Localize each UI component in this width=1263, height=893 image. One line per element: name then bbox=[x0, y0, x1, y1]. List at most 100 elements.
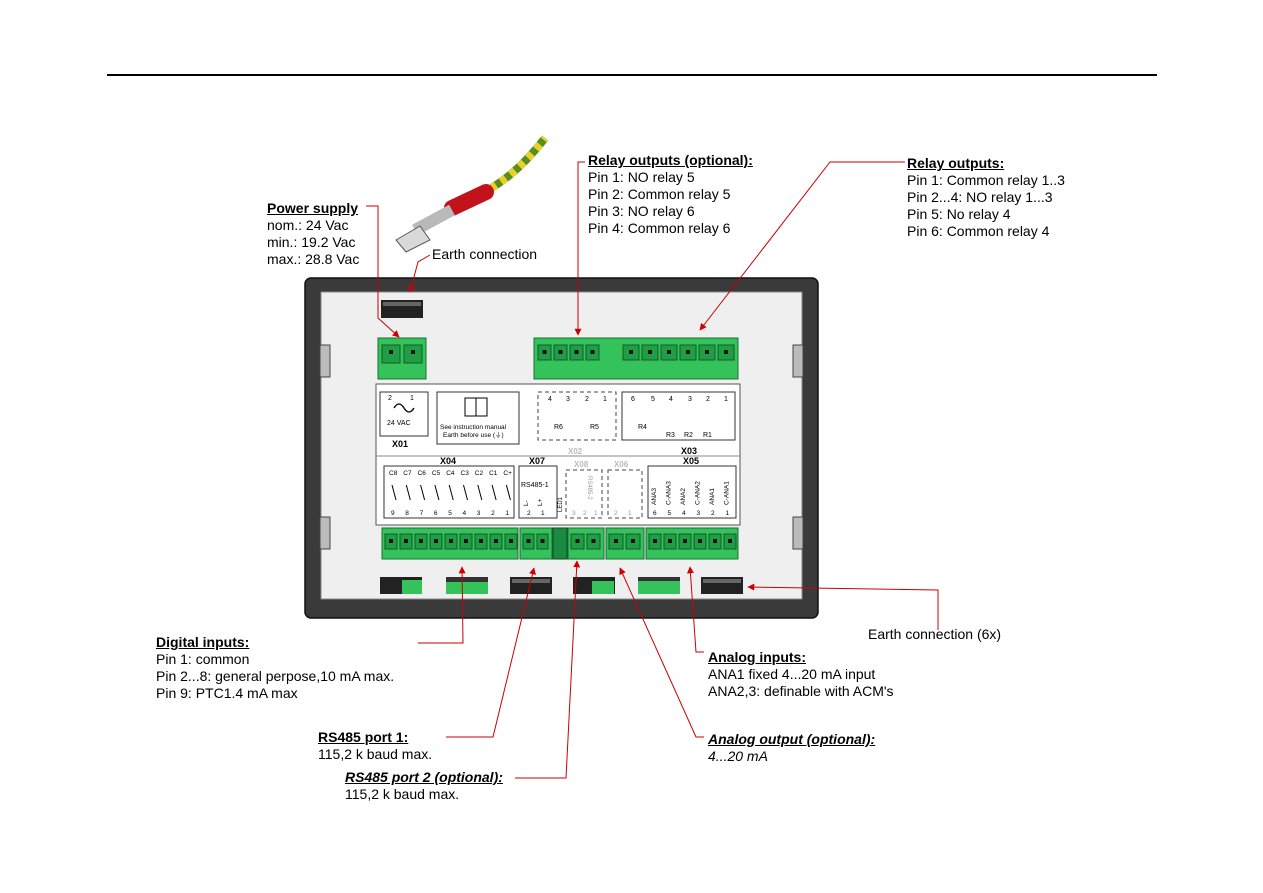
x05-pin-block-hole bbox=[698, 539, 702, 543]
x04-pin-label: 6 bbox=[434, 510, 438, 517]
x02-pin-3: 3 bbox=[566, 396, 570, 403]
rs485-port2-title: RS485 port 2 (optional): bbox=[345, 769, 503, 785]
x03-pin-4: 4 bbox=[669, 396, 673, 403]
x02-pin-1: 1 bbox=[603, 396, 607, 403]
x06-pin-block-hole bbox=[631, 539, 635, 543]
manual-line1: See instruction manual bbox=[440, 424, 507, 431]
x04-pin-label: 1 bbox=[505, 510, 509, 517]
analog-inputs-line: ANA2,3: definable with ACM's bbox=[708, 683, 894, 699]
x04-switch-symbol bbox=[420, 484, 426, 501]
x04-switch-symbol bbox=[391, 484, 397, 501]
x04-pin-block-hole bbox=[479, 539, 483, 543]
x04-top-label: C1 bbox=[489, 470, 498, 477]
x01-pin-2: 2 bbox=[388, 395, 392, 402]
x03-pin-2: 2 bbox=[706, 396, 710, 403]
x07-title: X07 bbox=[529, 456, 545, 466]
x04-title: X04 bbox=[440, 456, 456, 466]
earth-connection-6x-label: Earth connection (6x) bbox=[868, 626, 1002, 642]
x06-title: X06 bbox=[614, 460, 629, 469]
x04-top-label: C8 bbox=[389, 470, 398, 477]
x04-switch-symbol bbox=[448, 484, 454, 501]
x05-pin-block-hole bbox=[728, 539, 732, 543]
relay-outputs-optional-line: Pin 4: Common relay 6 bbox=[588, 220, 731, 236]
x04-switch-symbol bbox=[405, 484, 411, 501]
x04-switch-symbol bbox=[463, 484, 468, 501]
x07-pin-block-hole bbox=[526, 539, 531, 543]
x04-pin-block-hole bbox=[509, 539, 513, 543]
x05-pin-label: 6 bbox=[653, 510, 657, 517]
x05-pin-label: 3 bbox=[697, 510, 701, 517]
x07-signal-label: L+ bbox=[537, 498, 544, 506]
x04-pin-label: 3 bbox=[477, 510, 481, 517]
power-supply-line: nom.: 24 Vac bbox=[267, 217, 349, 233]
x08-title: X08 bbox=[574, 460, 589, 469]
relay-outputs-line: Pin 2...4: NO relay 1...3 bbox=[907, 189, 1053, 205]
x03-relay-r1: R1 bbox=[703, 432, 712, 439]
x04-pin-label: 2 bbox=[491, 510, 495, 517]
rs485-port1-title: RS485 port 1: bbox=[318, 729, 409, 745]
power-supply-line: max.: 28.8 Vac bbox=[267, 251, 360, 267]
x02-relay-r5: R5 bbox=[590, 424, 599, 431]
x08-pin-label: 3 bbox=[572, 510, 576, 517]
digital-inputs-title: Digital inputs: bbox=[156, 634, 250, 650]
x03-pin-block-hole bbox=[648, 350, 652, 354]
power-supply-label: Power supply nom.: 24 Vac min.: 19.2 Vac… bbox=[267, 200, 359, 268]
x02-pin-block-hole bbox=[542, 350, 547, 354]
x05-pin-label: 5 bbox=[668, 510, 672, 517]
x05-signal-label: ANA2 bbox=[680, 488, 687, 505]
x05-signal-label: C-ANA2 bbox=[695, 481, 702, 505]
relay-outputs-optional-line: Pin 2: Common relay 5 bbox=[588, 186, 731, 202]
x06-pin-label: 1 bbox=[628, 510, 632, 517]
x03-pin-block-hole bbox=[686, 350, 690, 354]
x08-pin-label: 1 bbox=[594, 510, 598, 517]
x04-top-label: C2 bbox=[475, 470, 484, 477]
x03-title: X03 bbox=[681, 446, 697, 456]
x06-pin-label: 2 bbox=[614, 510, 618, 517]
x06-pin-block-hole bbox=[614, 539, 618, 543]
x07-port: RS485-1 bbox=[521, 482, 549, 489]
x05-pin-block-hole bbox=[713, 539, 717, 543]
relay-outputs-title: Relay outputs: bbox=[907, 155, 1005, 171]
x05-title: X05 bbox=[683, 456, 699, 466]
x07-pin-label: 2 bbox=[527, 510, 531, 517]
x05-signal-label: C-ANA3 bbox=[666, 481, 673, 505]
x02-pin-4: 4 bbox=[548, 396, 552, 403]
x03-relay-r2: R2 bbox=[684, 432, 693, 439]
analog-inputs-title: Analog inputs: bbox=[708, 649, 806, 665]
connector-x01 bbox=[377, 337, 427, 380]
x04-pin-block-hole bbox=[464, 539, 468, 543]
digital-inputs-line: Pin 9: PTC1.4 mA max bbox=[156, 685, 298, 701]
x05-pin-label: 4 bbox=[682, 510, 686, 517]
x03-pin-5: 5 bbox=[651, 396, 655, 403]
relay-outputs-line: Pin 6: Common relay 4 bbox=[907, 223, 1050, 239]
x05-pin-block-hole bbox=[683, 539, 687, 543]
x04-pin-block-hole bbox=[449, 539, 453, 543]
x04-switch-symbol bbox=[491, 484, 497, 501]
x05-signal-label: ANA1 bbox=[709, 488, 716, 505]
x05-pin-label: 1 bbox=[726, 510, 730, 517]
x01-voltage: 24 VAC bbox=[387, 420, 411, 427]
x02-pin-block-hole bbox=[590, 350, 595, 354]
earth-cable-icon bbox=[395, 135, 549, 253]
earth-connection-label: Earth connection bbox=[432, 246, 538, 262]
x03-pin-block-hole bbox=[705, 350, 709, 354]
manual-line2: Earth before use (⏚) bbox=[443, 431, 504, 439]
x03-pin-block-hole bbox=[724, 350, 728, 354]
x04-pin-block-hole bbox=[434, 539, 438, 543]
x01-pin-1: 1 bbox=[410, 395, 414, 402]
x04-switch-symbol bbox=[434, 484, 440, 501]
leader-lines bbox=[366, 161, 939, 779]
x08-pin-label: 2 bbox=[583, 510, 587, 517]
x01-title: X01 bbox=[392, 439, 408, 449]
x07-pin-label: 1 bbox=[541, 510, 545, 517]
x08-pin-block-hole bbox=[575, 539, 580, 543]
x04-top-label: C5 bbox=[432, 470, 441, 477]
x05-pin-block-hole bbox=[653, 539, 657, 543]
x03-relay-r3: R3 bbox=[666, 432, 675, 439]
x03-pin-block-hole bbox=[667, 350, 671, 354]
power-supply-title: Power supply bbox=[267, 200, 359, 216]
relay-outputs-optional-line: Pin 1: NO relay 5 bbox=[588, 169, 695, 185]
x05-pin-label: 2 bbox=[711, 510, 715, 517]
analog-output-line: 4...20 mA bbox=[708, 748, 768, 764]
x04-top-label: C+ bbox=[503, 470, 512, 477]
